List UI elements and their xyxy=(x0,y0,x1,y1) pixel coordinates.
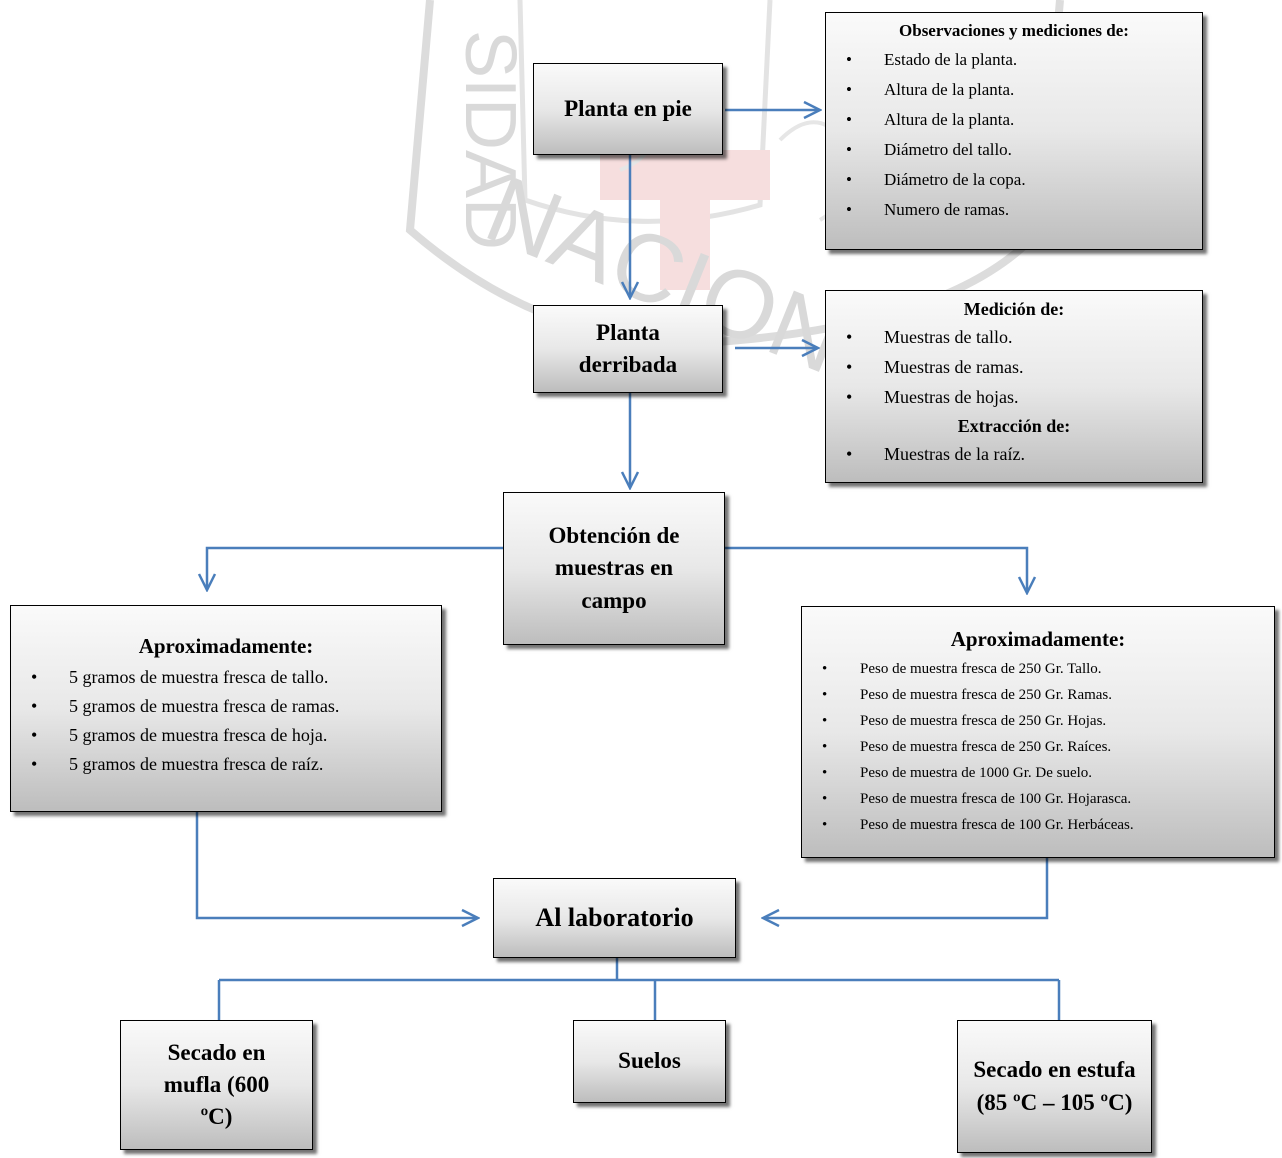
node-obtencion-label: Obtención de muestras en campo xyxy=(548,523,680,613)
list-item: 5 gramos de muestra fresca de raíz. xyxy=(31,750,441,779)
node-obtencion-muestras: Obtención de muestras en campo xyxy=(503,492,725,645)
observaciones-heading: Observaciones y mediciones de: xyxy=(899,21,1129,40)
watermark-letters-left: SIDAD xyxy=(450,30,530,250)
list-item: Estado de la planta. xyxy=(846,45,1202,75)
list-item: 5 gramos de muestra fresca de hoja. xyxy=(31,721,441,750)
aprox-left-list: 5 gramos de muestra fresca de tallo.5 gr… xyxy=(11,663,441,779)
node-suelos: Suelos xyxy=(573,1020,726,1103)
list-item: Peso de muestra fresca de 250 Gr. Hojas. xyxy=(822,708,1274,734)
node-suelos-label: Suelos xyxy=(618,1048,681,1074)
list-item: Peso de muestra fresca de 100 Gr. Hojara… xyxy=(822,786,1274,812)
node-secado-estufa-label: Secado en estufa (85 ºC – 105 ºC) xyxy=(973,1057,1136,1115)
extraccion-heading: Extracción de: xyxy=(957,416,1071,436)
aprox-right-list: Peso de muestra fresca de 250 Gr. Tallo.… xyxy=(802,656,1274,838)
list-item: Peso de muestra fresca de 100 Gr. Herbác… xyxy=(822,812,1274,838)
node-secado-mufla: Secado en mufla (600 ºC) xyxy=(120,1020,313,1150)
medicion-list: Muestras de tallo.Muestras de ramas.Mues… xyxy=(826,322,1202,412)
arrow-obtencion-to-right xyxy=(725,546,1027,593)
list-item: Peso de muestra de 1000 Gr. De suelo. xyxy=(822,760,1274,786)
node-secado-mufla-label: Secado en mufla (600 ºC) xyxy=(163,1039,270,1130)
list-item: Muestras de la raíz. xyxy=(846,440,1202,468)
list-item: Peso de muestra fresca de 250 Gr. Ramas. xyxy=(822,682,1274,708)
list-item: Muestras de hojas. xyxy=(846,382,1202,412)
list-item: Peso de muestra fresca de 250 Gr. Raíces… xyxy=(822,734,1274,760)
node-al-laboratorio: Al laboratorio xyxy=(493,878,736,958)
node-secado-estufa: Secado en estufa (85 ºC – 105 ºC) xyxy=(957,1020,1152,1153)
list-item: Muestras de tallo. xyxy=(846,322,1202,352)
list-item: Muestras de ramas. xyxy=(846,352,1202,382)
list-item: 5 gramos de muestra fresca de ramas. xyxy=(31,692,441,721)
aproximadamente-left-box: Aproximadamente: 5 gramos de muestra fre… xyxy=(10,605,442,812)
list-item: Numero de ramas. xyxy=(846,195,1202,225)
node-planta-derribada: Planta derribada xyxy=(533,305,723,393)
arrow-right-to-laboratorio xyxy=(763,858,1049,918)
list-item: Peso de muestra fresca de 250 Gr. Tallo. xyxy=(822,656,1274,682)
node-planta-en-pie: Planta en pie xyxy=(533,63,723,155)
observaciones-box: Observaciones y mediciones de: Estado de… xyxy=(825,12,1203,250)
observaciones-list: Estado de la planta.Altura de la planta.… xyxy=(826,45,1202,225)
node-planta-en-pie-label: Planta en pie xyxy=(564,95,692,121)
list-item: 5 gramos de muestra fresca de tallo. xyxy=(31,663,441,692)
list-item: Altura de la planta. xyxy=(846,105,1202,135)
node-planta-derribada-label: Planta derribada xyxy=(578,319,678,377)
aprox-right-heading: Aproximadamente: xyxy=(950,627,1126,651)
arrow-obtencion-to-left xyxy=(207,546,503,590)
extraccion-list: Muestras de la raíz. xyxy=(826,440,1202,468)
medicion-heading: Medición de: xyxy=(963,299,1065,319)
medicion-box: Medición de: Muestras de tallo.Muestras … xyxy=(825,290,1203,483)
node-laboratorio-label: Al laboratorio xyxy=(535,902,694,932)
list-item: Altura de la planta. xyxy=(846,75,1202,105)
aprox-left-heading: Aproximadamente: xyxy=(138,634,314,658)
aproximadamente-right-box: Aproximadamente: Peso de muestra fresca … xyxy=(801,606,1275,858)
list-item: Diámetro de la copa. xyxy=(846,165,1202,195)
arrow-left-to-laboratorio xyxy=(195,812,478,918)
list-item: Diámetro del tallo. xyxy=(846,135,1202,165)
